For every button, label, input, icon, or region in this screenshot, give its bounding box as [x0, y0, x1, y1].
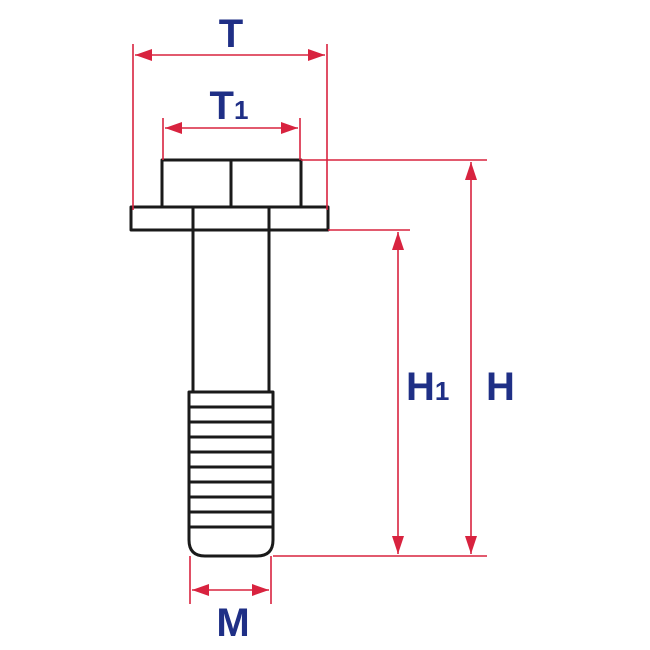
h-label: H: [486, 365, 515, 409]
t1-label-subscript: 1: [234, 95, 248, 125]
dimension-h1: H1: [328, 229, 449, 554]
dimension-t: T: [132, 12, 328, 210]
bolt-shank: [191, 230, 271, 394]
t1-label-main: T: [210, 84, 234, 128]
h1-label: H1: [406, 365, 449, 409]
bolt-collar: [191, 205, 271, 232]
dimension-h: H: [301, 159, 515, 554]
t-arrow-left: [135, 49, 152, 61]
h1-label-subscript: 1: [435, 376, 449, 406]
t1-label: T1: [210, 84, 249, 128]
m-label: M: [216, 601, 249, 645]
t1-arrow-left: [165, 122, 182, 134]
h1-arrow-top: [392, 232, 404, 250]
h-arrow-bottom: [465, 536, 477, 554]
bolt-drawing: [129, 158, 330, 558]
m-arrow-left: [192, 584, 209, 596]
dimension-m: M: [189, 556, 272, 645]
h1-label-main: H: [406, 365, 435, 409]
t-arrow-right: [308, 49, 325, 61]
dimension-t1: T1: [162, 84, 301, 160]
m-arrow-right: [252, 584, 269, 596]
h1-arrow-bottom: [392, 536, 404, 554]
t1-arrow-right: [281, 122, 298, 134]
h-arrow-top: [465, 162, 477, 180]
t-label: T: [219, 12, 243, 56]
thread-lines: [189, 405, 273, 529]
bolt-threaded-section: [187, 390, 275, 558]
